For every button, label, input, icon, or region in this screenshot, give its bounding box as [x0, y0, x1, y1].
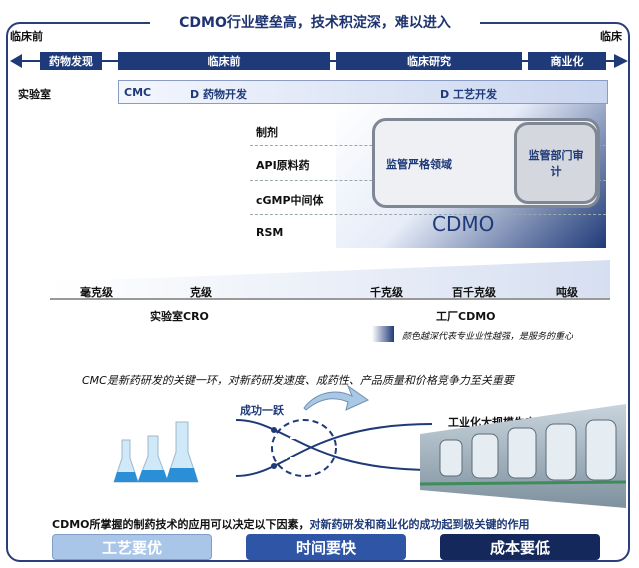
lab-cro-label: 实验室CRO	[150, 310, 209, 323]
divider-3	[250, 214, 606, 215]
success-leap-label: 成功一跃	[240, 404, 284, 417]
product-type-formulation: 制剂	[256, 126, 278, 139]
bottom-sentence-part-a: CDMO所掌握的制药技术的应用可以决定以下因素，	[52, 518, 310, 531]
factor-cost: 成本要低	[440, 534, 600, 560]
factory-photo	[420, 404, 626, 508]
product-type-cgmp: cGMP中间体	[256, 194, 324, 207]
transition-graphic	[235, 384, 433, 477]
cdmo-label: CDMO	[432, 212, 495, 236]
scale-ton: 吨级	[556, 286, 578, 299]
audit-box: 监管部门审计	[514, 122, 598, 204]
cmc-sentence: CMC是新药研发的关键一环，对新药研发速度、成药性、产品质量和价格竞争力至关重要	[82, 374, 514, 387]
cmc-label: CMC	[124, 86, 152, 99]
audit-label: 监管部门审计	[528, 149, 584, 178]
scale-kg: 千克级	[370, 286, 403, 299]
scale-100kg: 百千克级	[452, 286, 496, 299]
stage-commercial: 商业化	[528, 52, 606, 70]
factory-cdmo-label: 工厂CDMO	[436, 310, 496, 323]
stage-drug-discovery: 药物发现	[40, 52, 102, 70]
scale-wedge	[50, 260, 610, 300]
regulated-area-label: 监管严格领域	[386, 158, 452, 171]
factor-time: 时间要快	[246, 534, 406, 560]
flasks-illustration	[113, 421, 199, 483]
corner-right-label: 临床	[600, 30, 622, 43]
corner-left-label: 临床前	[10, 30, 43, 43]
bottom-sentence: CDMO所掌握的制药技术的应用可以决定以下因素，对新药研发和商业化的成功起到极关…	[52, 516, 530, 532]
stage-clinical: 临床研究	[336, 52, 522, 70]
lab-label: 实验室	[18, 88, 51, 101]
product-type-api: API原料药	[256, 159, 310, 172]
diagram-title: CDMO行业壁垒高，技术积淀深，难以进入	[150, 12, 480, 32]
scale-mg: 毫克级	[80, 286, 113, 299]
product-type-rsm: RSM	[256, 226, 284, 239]
scale-g: 克级	[190, 286, 212, 299]
factor-process: 工艺要优	[52, 534, 212, 560]
stage-preclinical: 临床前	[118, 52, 330, 70]
drug-dev-label: D 药物开发	[190, 88, 247, 101]
bottom-sentence-part-b: 对新药研发和商业化的成功起到极关键的作用	[309, 518, 530, 531]
legend-note: 颜色越深代表专业业性越强，是服务的重心	[402, 332, 574, 342]
legend-gradient-swatch	[372, 326, 394, 342]
cmc-bar	[118, 80, 608, 104]
process-dev-label: D 工艺开发	[440, 88, 497, 101]
